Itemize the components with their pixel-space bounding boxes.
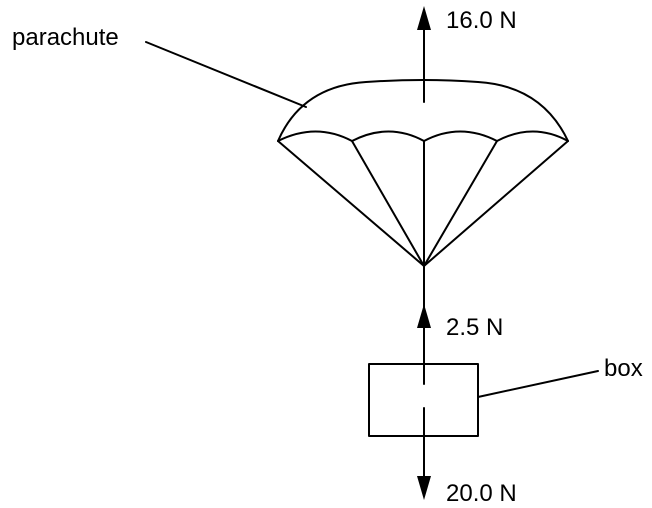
force-label-up-box: 2.5 N bbox=[446, 314, 504, 341]
box-label: box bbox=[604, 355, 643, 382]
parachute-canopy-scallops bbox=[277, 130, 569, 142]
box-leader-line bbox=[477, 370, 599, 398]
parachute-canopy bbox=[277, 79, 569, 142]
force-label-up-parachute: 16.0 N bbox=[446, 7, 517, 34]
parachute-leader-line bbox=[145, 41, 307, 108]
force-arrow-down-box-head bbox=[417, 476, 431, 500]
force-arrow-up-parachute-head bbox=[417, 6, 431, 30]
force-label-down-box: 20.0 N bbox=[446, 480, 517, 507]
parachute-suspension-lines bbox=[277, 140, 569, 267]
force-arrow-up-box-head bbox=[417, 304, 431, 328]
parachute-label: parachute bbox=[12, 24, 119, 51]
